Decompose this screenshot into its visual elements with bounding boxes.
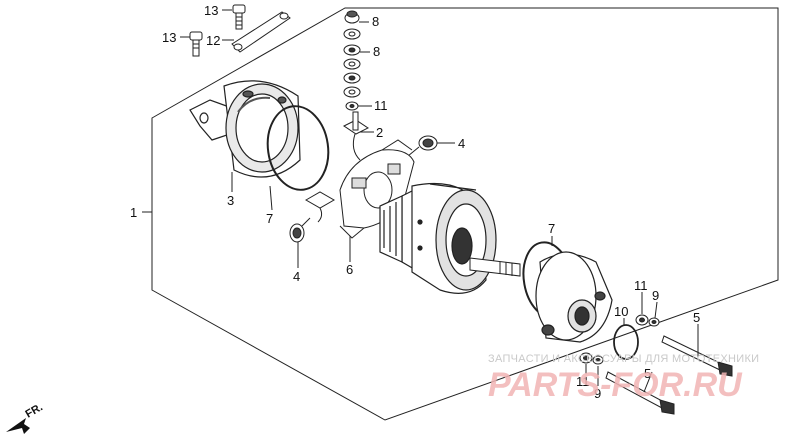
- o-ring-10: [613, 324, 639, 360]
- front-direction-indicator: FR.: [6, 401, 45, 434]
- brush-spring-4-top: [407, 135, 438, 157]
- watermark-brand: PARTS-FOR.RU: [488, 366, 743, 404]
- callout-1: 1: [130, 205, 137, 220]
- callout-7-right: 7: [548, 221, 555, 236]
- callout-4-top: 4: [458, 136, 465, 151]
- front-cover: [535, 251, 613, 343]
- rear-housing-3: [189, 80, 301, 178]
- o-ring-7-left: [266, 105, 330, 191]
- callout-12: 12: [206, 33, 220, 48]
- callout-13-top: 13: [204, 3, 218, 18]
- callout-6: 6: [346, 262, 353, 277]
- callout-8-upper: 8: [372, 14, 379, 29]
- callout-11-stack: 11: [374, 98, 388, 113]
- through-bolt-5-lower: [605, 371, 675, 415]
- direction-label: FR.: [24, 401, 45, 420]
- callout-11-lower: 11: [576, 374, 590, 389]
- callout-10: 10: [614, 304, 628, 319]
- through-bolt-5-upper: [661, 335, 733, 377]
- callout-13-side: 13: [162, 30, 176, 45]
- callout-5-upper: 5: [693, 310, 700, 325]
- brush-lead-left: [304, 191, 336, 223]
- callout-3: 3: [227, 193, 234, 208]
- direction-arrow-icon: [6, 418, 30, 434]
- terminal-bolt-2: [343, 111, 369, 161]
- brush-spring-4-bottom: [289, 217, 311, 243]
- callout-4-bottom: 4: [293, 269, 300, 284]
- armature-yoke: [379, 182, 497, 294]
- callout-8-lower: 8: [373, 44, 380, 59]
- bolt-13-side: [189, 31, 203, 57]
- assembly-boundary: [151, 7, 779, 421]
- washers-right: [579, 314, 660, 365]
- leader-lines: [142, 9, 699, 393]
- callout-7-left: 7: [266, 211, 273, 226]
- callout-5-lower: 5: [644, 366, 651, 381]
- watermark-tagline: ЗАПЧАСТИ И АКСЕССУАРЫ ДЛЯ МОТОТЕХНИКИ: [488, 353, 759, 365]
- callout-9-lower: 9: [594, 386, 601, 401]
- terminal-hardware-stack: [343, 10, 361, 111]
- ground-strap-12: [231, 11, 291, 53]
- callout-11-right: 11: [634, 278, 648, 293]
- armature-shaft: [469, 257, 521, 277]
- callout-2: 2: [376, 125, 383, 140]
- callout-9-right: 9: [652, 288, 659, 303]
- bolt-13-top: [232, 4, 246, 30]
